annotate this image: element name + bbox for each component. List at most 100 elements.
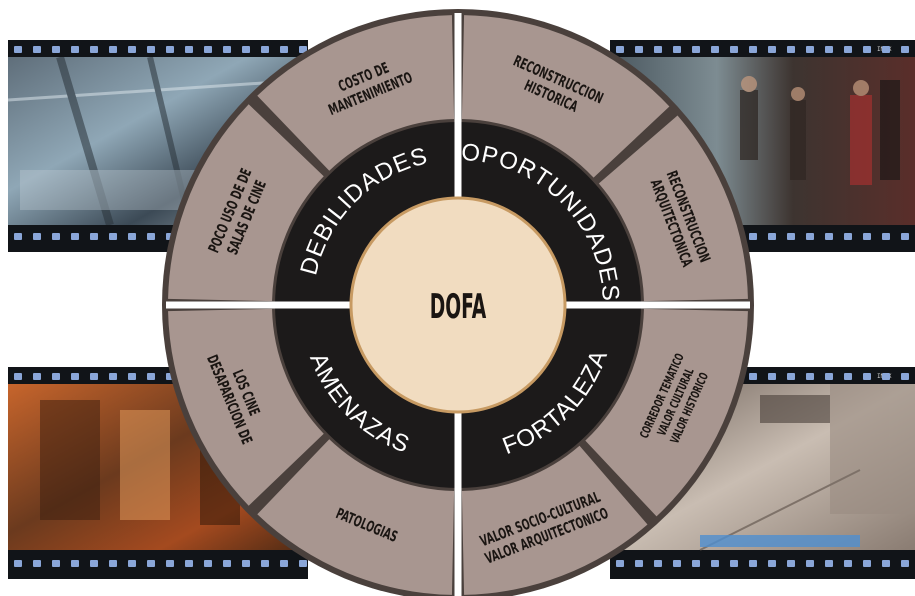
film-sprocket-hole (280, 560, 288, 567)
film-sprocket-hole (863, 560, 871, 567)
film-sprocket-hole (33, 46, 41, 53)
film-sprocket-hole (901, 46, 909, 53)
film-sprocket-hole (749, 373, 757, 380)
film-sprocket-hole (223, 46, 231, 53)
film-sprocket-hole (806, 560, 814, 567)
film-sprocket-hole (844, 233, 852, 240)
film-sprocket-hole (14, 233, 22, 240)
film-sprocket-hole (768, 233, 776, 240)
film-sprocket-hole (787, 46, 795, 53)
film-sprocket-hole (90, 560, 98, 567)
film-sprocket-hole (299, 560, 307, 567)
film-sprocket-hole (863, 233, 871, 240)
film-sprocket-hole (654, 560, 662, 567)
film-sprocket-hole (901, 373, 909, 380)
film-sprocket-hole (768, 46, 776, 53)
film-sprocket-hole (768, 560, 776, 567)
film-sprocket-hole (635, 46, 643, 53)
film-sprocket-hole (128, 373, 136, 380)
film-sprocket-hole (825, 46, 833, 53)
film-sprocket-hole (109, 233, 117, 240)
film-sprocket-hole (825, 373, 833, 380)
film-sprocket-hole (33, 560, 41, 567)
film-sprocket-hole (52, 373, 60, 380)
film-sprocket-hole (261, 46, 269, 53)
film-sprocket-hole (185, 46, 193, 53)
film-sprocket-hole (299, 46, 307, 53)
film-sprocket-hole (863, 373, 871, 380)
film-sprocket-hole (901, 233, 909, 240)
segment-valor-historico (585, 308, 748, 517)
film-sprocket-hole (616, 560, 624, 567)
film-sprocket-hole (280, 46, 288, 53)
film-sprocket-hole (14, 373, 22, 380)
film-sprocket-hole (109, 560, 117, 567)
film-sprocket-hole (242, 46, 250, 53)
film-sprocket-hole (14, 46, 22, 53)
film-sprocket-hole (147, 46, 155, 53)
film-sprocket-hole (71, 373, 79, 380)
film-sprocket-hole (242, 560, 250, 567)
film-sprocket-hole (673, 46, 681, 53)
film-sprocket-hole (33, 233, 41, 240)
segment-reconstruccion-historica (461, 15, 670, 178)
segment-desaparicion (168, 308, 324, 506)
film-sprocket-hole (204, 560, 212, 567)
film-sprocket-hole (52, 233, 60, 240)
film-sprocket-hole (882, 46, 890, 53)
film-sprocket-hole (109, 46, 117, 53)
film-sprocket-hole (33, 373, 41, 380)
film-sprocket-hole (109, 373, 117, 380)
film-sprocket-hole (166, 560, 174, 567)
film-sprocket-hole (128, 46, 136, 53)
film-sprocket-hole (901, 560, 909, 567)
film-sprocket-hole (166, 46, 174, 53)
film-sprocket-hole (787, 233, 795, 240)
film-sprocket-hole (52, 46, 60, 53)
film-sprocket-hole (711, 46, 719, 53)
segment-reconstruccion-arquitectonica (598, 115, 748, 302)
film-sprocket-hole (711, 560, 719, 567)
film-sprocket-hole (825, 233, 833, 240)
film-sprocket-hole (787, 560, 795, 567)
film-sprocket-hole (71, 46, 79, 53)
film-sprocket-hole (692, 46, 700, 53)
film-sprocket-hole (147, 373, 155, 380)
film-sprocket-hole (863, 46, 871, 53)
film-sprocket-hole (673, 560, 681, 567)
film-sprocket-hole (147, 560, 155, 567)
film-sprocket-hole (90, 373, 98, 380)
film-sprocket-hole (204, 46, 212, 53)
film-sprocket-hole (882, 233, 890, 240)
film-sprocket-hole (71, 233, 79, 240)
film-sprocket-hole (52, 560, 60, 567)
film-sprocket-hole (749, 46, 757, 53)
film-sprocket-hole (71, 560, 79, 567)
film-sprocket-hole (844, 560, 852, 567)
film-sprocket-hole (806, 373, 814, 380)
segment-patologias (257, 439, 455, 595)
segment-poco-uso (168, 104, 324, 302)
film-sprocket-hole (692, 560, 700, 567)
film-sprocket-hole (147, 233, 155, 240)
segment-valor-arquitectonico (461, 445, 648, 595)
film-sprocket-hole (14, 560, 22, 567)
film-sprocket-hole (825, 560, 833, 567)
segment-costo (257, 15, 455, 171)
film-sprocket-hole (768, 373, 776, 380)
film-sprocket-hole (90, 233, 98, 240)
film-sprocket-hole (730, 560, 738, 567)
film-sprocket-hole (806, 233, 814, 240)
film-sprocket-hole (730, 46, 738, 53)
wheel-center (349, 196, 567, 414)
film-sprocket-hole (185, 560, 193, 567)
film-sprocket-hole (844, 46, 852, 53)
center-label: DOFA (430, 288, 487, 326)
film-sprocket-hole (787, 373, 795, 380)
film-sprocket-hole (654, 46, 662, 53)
film-sprocket-hole (90, 46, 98, 53)
film-sprocket-hole (223, 560, 231, 567)
